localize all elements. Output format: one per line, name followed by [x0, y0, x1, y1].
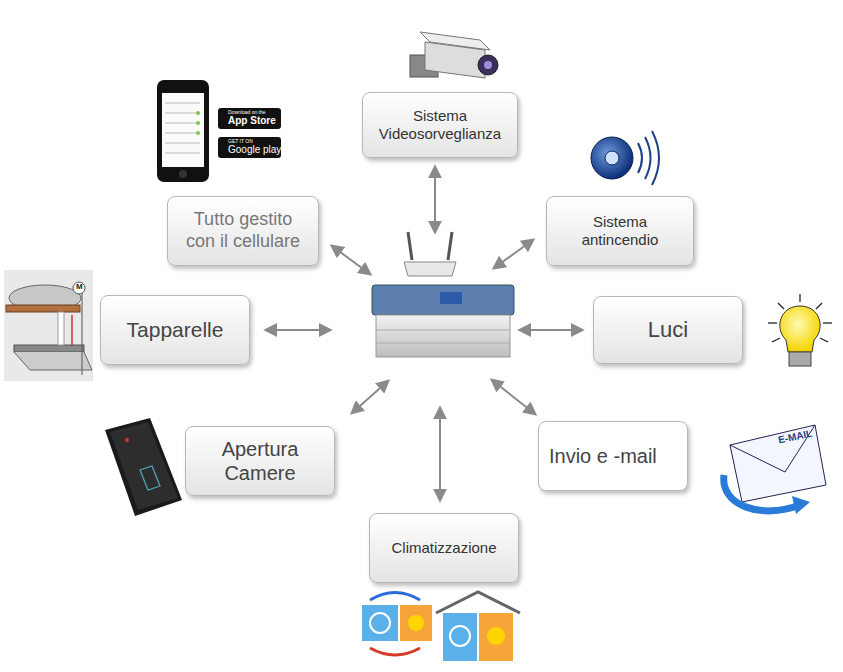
doors-box: Apertura Camere: [185, 426, 335, 496]
motor-label: M: [76, 283, 83, 291]
box-label: Apertura Camere: [196, 437, 324, 485]
camera-icon: [410, 32, 498, 78]
fire-sensor-icon: [591, 131, 659, 185]
badge-text: Download on the: [228, 110, 266, 115]
store-badge: [218, 108, 281, 129]
badge-text: App Store: [228, 116, 276, 126]
email-icon: [724, 425, 826, 514]
bulb-icon: [768, 294, 832, 366]
box-label: Sistema antincendio: [557, 213, 683, 249]
badge-text: Google play: [228, 145, 281, 155]
router-icon: [404, 232, 456, 276]
card-reader-icon: [105, 418, 182, 516]
controller-device: [372, 285, 514, 357]
video-box: Sistema Videosorveglianza: [362, 92, 518, 158]
phone-icon: [157, 80, 209, 182]
box-label: Climatizzazione: [391, 539, 496, 557]
store-badge: [218, 137, 281, 158]
climate-box: Climatizzazione: [369, 513, 519, 583]
badge-text: GET IT ON: [228, 139, 253, 144]
email-box: Invio e -mail: [538, 421, 688, 491]
shutter-box: Tapparelle: [100, 295, 250, 365]
shutter-icon: [4, 270, 93, 381]
climate-icon: [362, 592, 520, 661]
fire-box: Sistema antincendio: [546, 196, 694, 266]
box-label: Luci: [648, 317, 688, 343]
lights-box: Luci: [593, 296, 743, 364]
box-label: Sistema Videosorveglianza: [373, 107, 507, 143]
phone-box: Tutto gestito con il cellulare: [167, 196, 319, 266]
box-label: Tutto gestito con il cellulare: [178, 209, 308, 252]
box-label: Tapparelle: [127, 317, 224, 342]
box-label: Invio e -mail: [549, 444, 657, 468]
